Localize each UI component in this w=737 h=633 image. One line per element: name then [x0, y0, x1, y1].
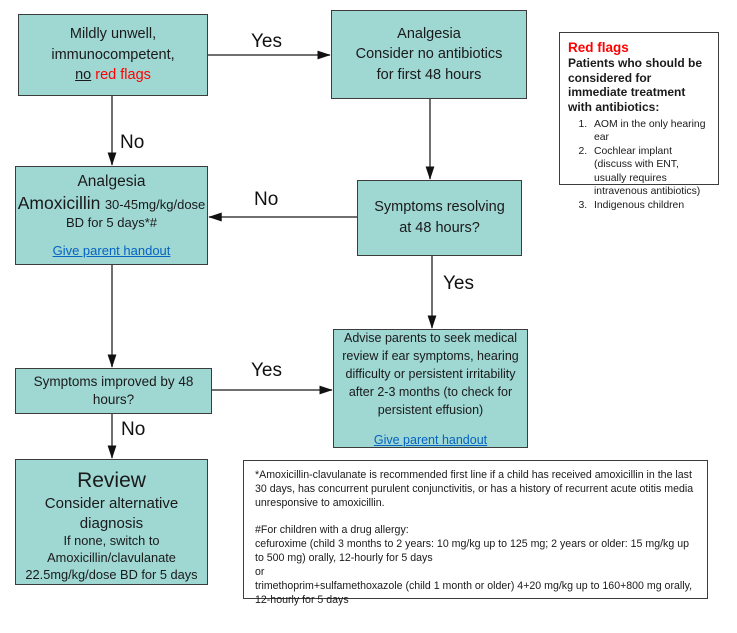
- node-text-line: Analgesia: [77, 173, 146, 190]
- node-text-line: at 48 hours?: [399, 220, 480, 236]
- node-advise-parents: Advise parents to seek medical review if…: [333, 329, 528, 448]
- arrow-label-yes-entry: Yes: [251, 31, 282, 52]
- node-text-line: Consider no antibiotics: [355, 46, 503, 63]
- node-text: Advise parents to seek medical review if…: [342, 330, 519, 417]
- node-symptoms-resolving: Symptoms resolving at 48 hours?: [357, 180, 522, 256]
- node-text-line: no red flags: [75, 65, 151, 86]
- give-parent-handout-link[interactable]: Give parent handout: [373, 432, 488, 447]
- arrow-label-yes-resolving: Yes: [443, 273, 474, 294]
- no-underlined-word: no: [75, 67, 92, 84]
- node-text-line: If none, switch to: [63, 533, 160, 549]
- footnote-cefuroxime: cefuroxime (child 3 months to 2 years: 1…: [255, 537, 689, 564]
- node-text-line: for first 48 hours: [376, 66, 482, 83]
- node-text-line: immunocompetent,: [51, 46, 175, 63]
- node-mildly-unwell: Mildly unwell, immunocompetent, no red f…: [18, 14, 208, 96]
- red-flags-words: red flags: [95, 67, 151, 84]
- red-flags-title: Red flags: [568, 40, 629, 55]
- node-text-line: Amoxicillin/clavulanate: [47, 550, 176, 566]
- drug-name: Amoxicillin: [17, 193, 101, 213]
- drug-dose: 30-45mg/kg/dose: [104, 197, 206, 212]
- footnote-trimethoprim: trimethoprim+sulfamethoxazole (child 1 m…: [255, 579, 693, 606]
- arrow-label-no-resolving: No: [254, 189, 279, 210]
- red-flags-item: Indigenous children: [590, 199, 710, 212]
- arrow-label-yes-improved: Yes: [251, 360, 282, 381]
- node-text-line: Amoxicillin 30-45mg/kg/dose: [18, 193, 206, 214]
- node-text-line: hours?: [92, 392, 135, 407]
- node-text-line: 22.5mg/kg/dose BD for 5 days: [25, 567, 198, 583]
- node-review: Review Consider alternative diagnosis If…: [15, 459, 208, 585]
- arrow-label-no-entry: No: [120, 132, 145, 153]
- node-text-line: Mildly unwell,: [69, 26, 157, 43]
- red-flags-item: AOM in the only hearing ear: [590, 118, 710, 145]
- arrow-label-no-improved: No: [121, 419, 146, 440]
- node-text-line: Analgesia: [397, 25, 461, 42]
- node-symptoms-improved: Symptoms improved by 48 hours?: [15, 368, 212, 414]
- red-flags-list: AOM in the only hearing ear Cochlear imp…: [568, 118, 710, 213]
- red-flags-panel: Red flags Patients who should be conside…: [559, 32, 719, 211]
- red-flags-subtitle: Patients who should be considered for im…: [568, 56, 703, 114]
- node-text-line: Consider alternative: [44, 495, 179, 513]
- node-text-line: Symptoms resolving: [374, 199, 505, 216]
- red-flags-item: Cochlear implant (discuss with ENT, usua…: [590, 145, 710, 198]
- give-parent-handout-link[interactable]: Give parent handout: [52, 243, 171, 258]
- footnotes-panel: *Amoxicillin-clavulanate is recommended …: [243, 460, 708, 606]
- node-text-line: diagnosis: [79, 514, 144, 532]
- footnote-or: or: [255, 565, 265, 578]
- footnote-allergy-title: #For children with a drug allergy:: [255, 523, 409, 536]
- drug-duration: BD for 5 days*#: [65, 215, 158, 230]
- node-analgesia-observe: Analgesia Consider no antibiotics for fi…: [331, 10, 527, 99]
- review-title: Review: [77, 469, 146, 493]
- node-text-line: Symptoms improved by 48: [33, 374, 194, 390]
- footnote-amoxicillin-clavulanate: *Amoxicillin-clavulanate is recommended …: [255, 469, 694, 509]
- node-analgesia-amoxicillin: Analgesia Amoxicillin 30-45mg/kg/dose BD…: [15, 166, 208, 265]
